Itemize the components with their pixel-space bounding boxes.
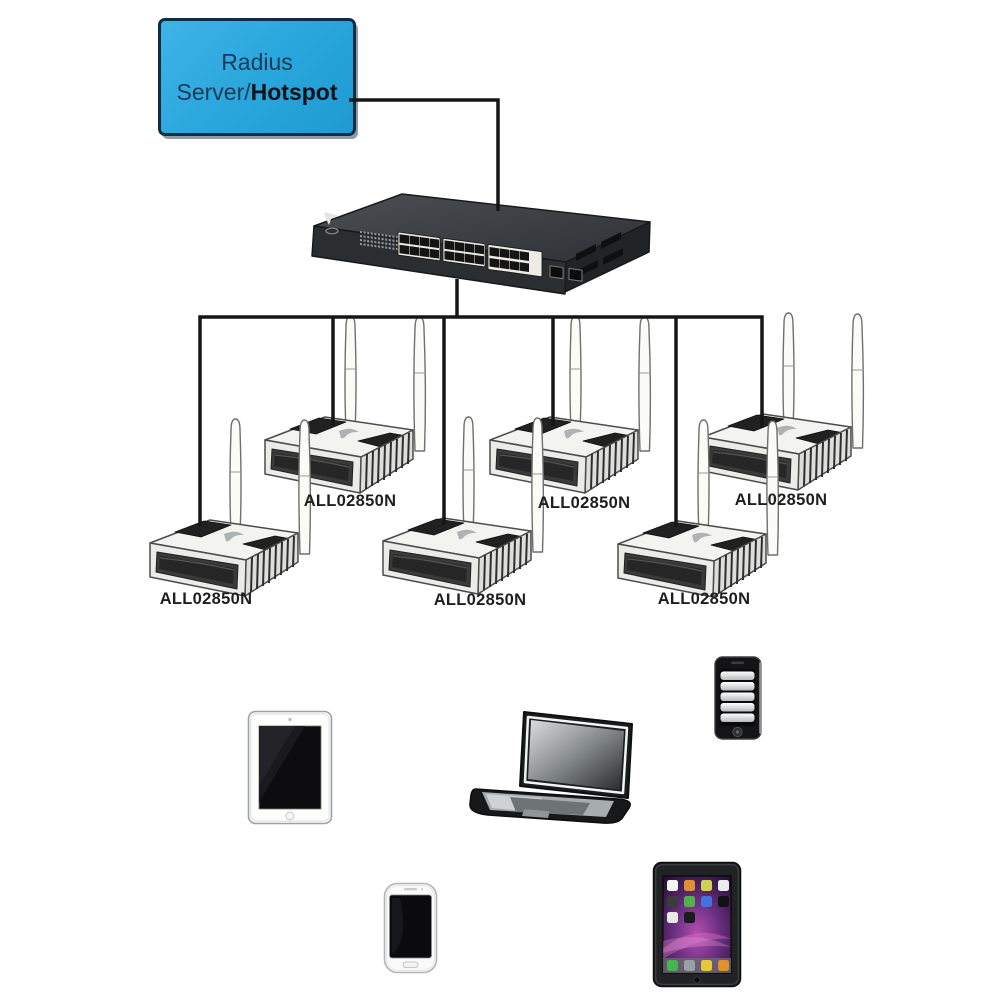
access-point-icon-4	[149, 418, 312, 597]
ap-label-1: ALL02850N	[303, 492, 397, 510]
ap-label-5: ALL02850N	[433, 591, 527, 609]
tablet-black-icon	[652, 861, 742, 988]
ap-label-6: ALL02850N	[657, 590, 751, 608]
laptop-icon	[469, 711, 633, 824]
radius-server-box: Radius Server/Hotspot	[158, 18, 356, 136]
access-point-icon-5	[382, 416, 545, 595]
ap-label-3: ALL02850N	[734, 491, 828, 509]
tablet-white-icon	[247, 710, 333, 825]
smartphone-black-icon	[714, 656, 762, 740]
radius-server-line1: Radius	[221, 49, 293, 75]
ap-label-2: ALL02850N	[537, 494, 631, 512]
ethernet-switch-icon	[311, 193, 651, 295]
radius-server-line2: Server/Hotspot	[176, 79, 338, 105]
smartphone-white-icon	[383, 882, 438, 974]
ap-label-4: ALL02850N	[159, 590, 253, 608]
